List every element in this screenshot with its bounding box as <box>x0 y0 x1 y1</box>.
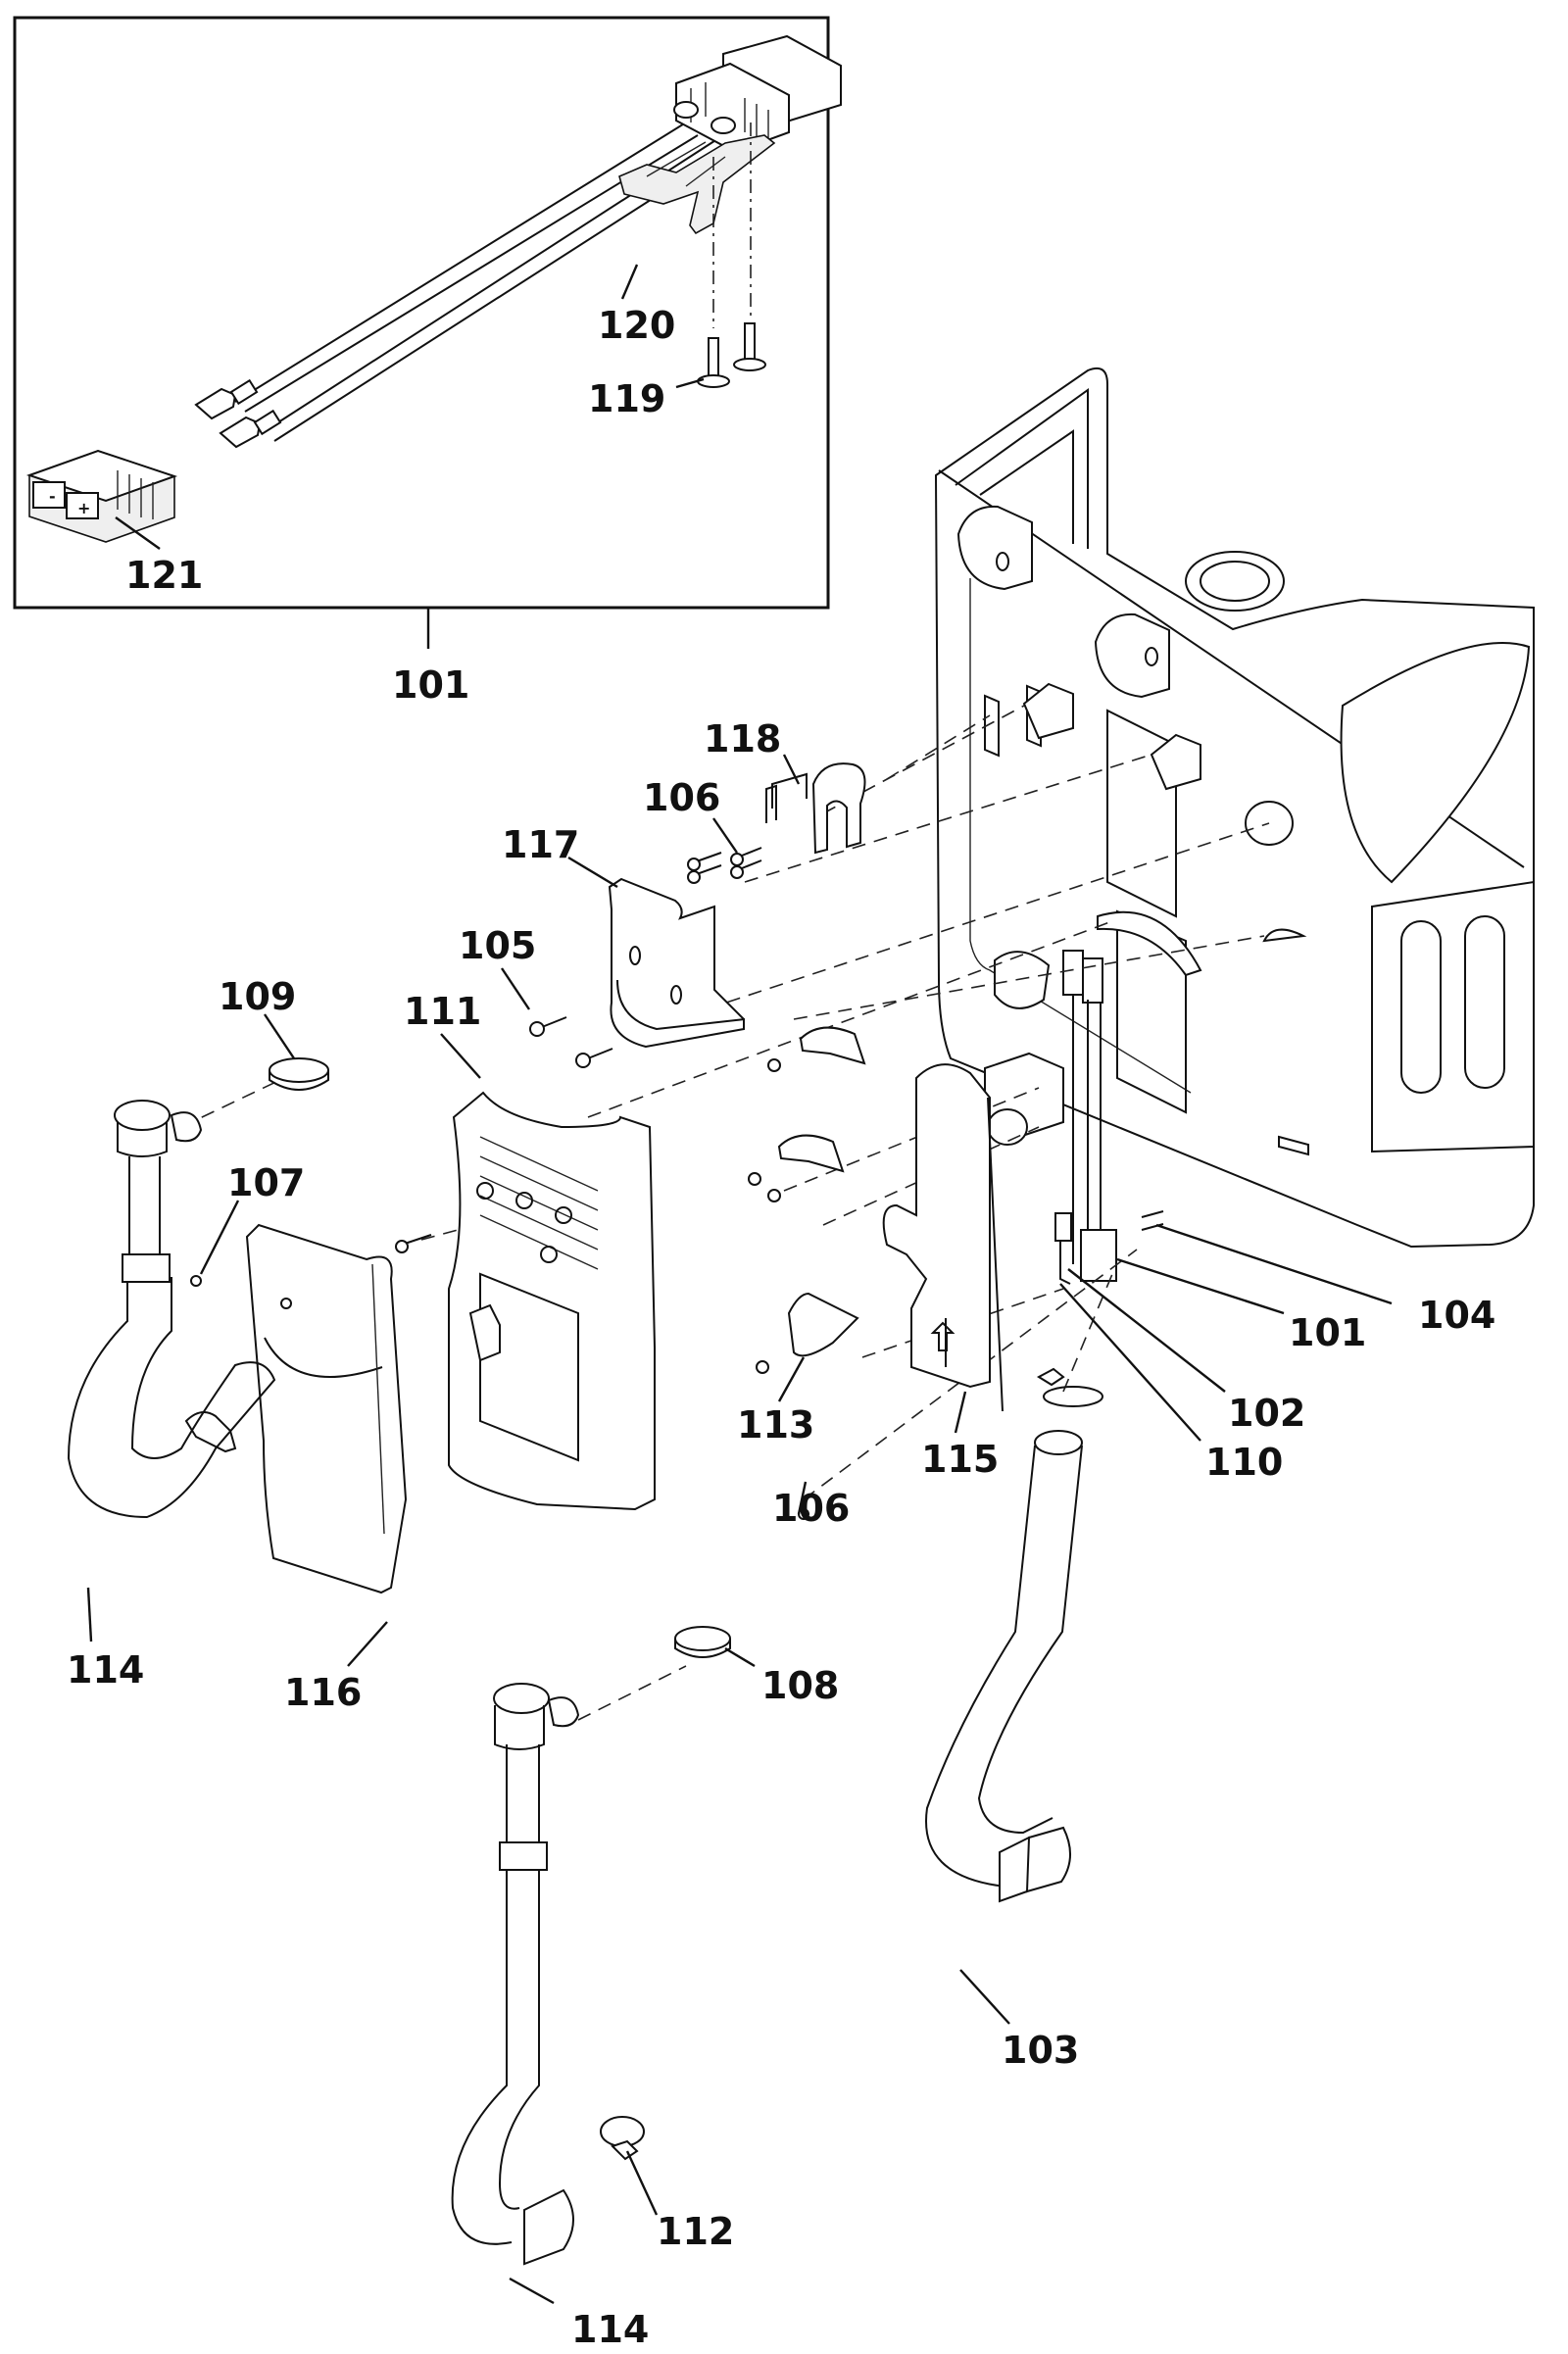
wiring-harness <box>1054 950 1117 1285</box>
part-116-cover <box>245 1223 408 1594</box>
positive-marking: + <box>77 499 90 517</box>
label-106-bottom: 106 <box>772 1487 850 1530</box>
label-106-top: 106 <box>643 776 720 819</box>
slot-2 <box>1464 915 1505 1089</box>
label-117: 117 <box>502 823 579 866</box>
positive-terminal <box>66 492 99 519</box>
label-118: 118 <box>704 717 781 760</box>
part-114-hose-left <box>67 1100 276 1519</box>
label-103: 103 <box>1002 2029 1079 2072</box>
label-115: 115 <box>921 1438 999 1481</box>
part-labels: 120 119 121 101 118 106 117 105 109 111 … <box>67 304 1495 2351</box>
part-115-bracket <box>882 1063 1004 1412</box>
part-113-caps <box>748 1026 866 1374</box>
label-101-inset: 101 <box>392 663 469 707</box>
cable-connector-top <box>673 34 842 154</box>
clamp-left <box>184 1411 237 1453</box>
label-111: 111 <box>404 990 481 1033</box>
part-109-ring <box>269 1057 329 1091</box>
part-102-clamp <box>1036 1367 1103 1407</box>
arc-bracket <box>1097 910 1202 977</box>
label-116: 116 <box>284 1671 362 1714</box>
part-120-handle <box>618 134 776 235</box>
side-grip <box>1340 642 1531 884</box>
part-118-clip <box>765 762 866 855</box>
arrow-marking <box>930 1321 956 1351</box>
ring-terminal-1 <box>194 387 237 420</box>
inset-frame <box>13 16 830 610</box>
pivot-left <box>956 505 1033 591</box>
label-102: 102 <box>1228 1392 1305 1435</box>
label-114-bottom: 114 <box>571 2308 649 2351</box>
label-104: 104 <box>1418 1294 1495 1337</box>
part-111-panel <box>448 1091 656 1511</box>
part-117-bracket <box>608 877 746 1049</box>
label-121: 121 <box>125 554 203 597</box>
label-114-left: 114 <box>67 1648 144 1692</box>
slot-1 <box>1400 920 1442 1094</box>
main-housing <box>934 367 1535 1285</box>
part-121-connector: - + <box>25 449 178 543</box>
leader-lines <box>86 264 1393 2305</box>
inset-assembly-101: - + <box>13 16 842 649</box>
part-107-screw <box>190 1275 202 1287</box>
label-109: 109 <box>219 975 296 1018</box>
label-113: 113 <box>737 1403 814 1447</box>
part-103-hose <box>925 1430 1083 1903</box>
label-110: 110 <box>1205 1441 1283 1484</box>
part-108-ring <box>674 1626 731 1658</box>
label-105: 105 <box>459 924 536 967</box>
part-110-plug <box>1054 1212 1072 1242</box>
part-119-screws <box>697 322 766 388</box>
label-101-main: 101 <box>1289 1311 1366 1354</box>
label-107: 107 <box>227 1161 305 1204</box>
pivot-right <box>1094 613 1170 699</box>
label-119: 119 <box>588 377 665 420</box>
part-106-screws-top <box>687 847 762 884</box>
negative-terminal <box>32 481 66 509</box>
part-105-screws <box>529 1016 613 1068</box>
label-112: 112 <box>657 2210 734 2253</box>
label-120: 120 <box>598 304 675 347</box>
negative-marking: - <box>49 487 56 506</box>
part-114-hose-bottom <box>451 1683 580 2266</box>
part-101-connector <box>1080 1229 1117 1282</box>
part-112-clamp <box>600 2116 645 2161</box>
label-108: 108 <box>761 1664 839 1707</box>
